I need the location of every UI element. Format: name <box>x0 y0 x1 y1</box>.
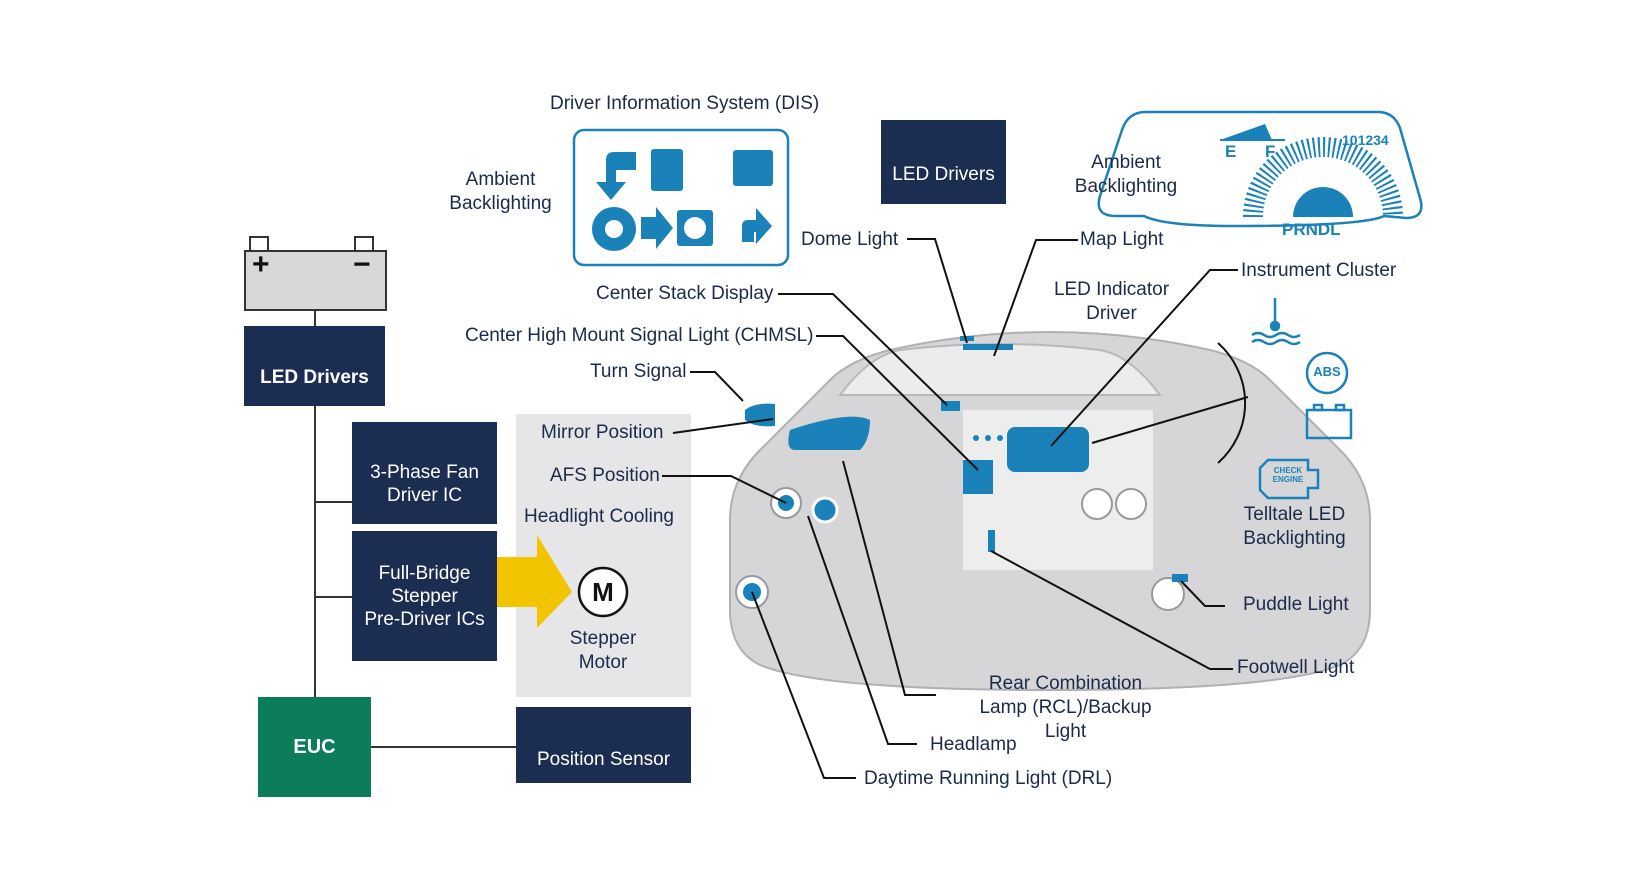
position-sensor-label: Position Sensor <box>536 748 671 770</box>
full-bridge-predriver-block: Full-Bridge Stepper Pre-Driver ICs <box>352 531 497 661</box>
drl-label: Daytime Running Light (DRL) <box>864 768 1113 789</box>
motor-icon <box>577 566 629 618</box>
dome-light-label: Dome Light <box>801 229 899 250</box>
motor-symbol: M <box>592 577 614 607</box>
fuel-full-label: F <box>1265 142 1276 161</box>
puddle-light-label: Puddle Light <box>1243 594 1349 615</box>
euc-block: EUC <box>258 697 371 797</box>
fuel-gauge-icon <box>1220 124 1272 140</box>
turn-signal-label: Turn Signal <box>590 361 687 382</box>
footwell-light-label: Footwell Light <box>1237 657 1355 678</box>
mirror-position-label: Mirror Position <box>541 422 664 443</box>
fuel-empty-label: E <box>1225 142 1237 161</box>
dis-title: Driver Information System (DIS) <box>550 93 820 114</box>
full-bridge-predriver-label: Full-Bridge Stepper Pre-Driver ICs <box>364 562 485 630</box>
yellow-arrow <box>497 535 572 628</box>
center-stack-display-label: Center Stack Display <box>596 283 774 304</box>
afs-position-label: AFS Position <box>550 465 660 486</box>
led-drivers-block-label: LED Drivers <box>260 366 369 388</box>
chmsl-label: Center High Mount Signal Light (CHMSL) <box>465 325 814 346</box>
headlamp-label: Headlamp <box>930 734 1017 755</box>
battery-plus-sign: + <box>252 248 270 281</box>
ambient-backlighting-left-label: Ambient Backlighting <box>449 169 552 214</box>
led-drivers-block: LED Drivers <box>244 326 385 406</box>
power-wiring <box>314 310 516 748</box>
dis-icons <box>592 149 773 251</box>
callout-lines <box>662 238 1249 779</box>
telltale-led-backlighting-label: Telltale LED Backlighting <box>1243 504 1346 549</box>
led-drivers-top-block: LED Drivers <box>881 120 1006 204</box>
ambient-backlighting-right-label: Ambient Backlighting <box>1074 152 1178 197</box>
speedometer-hub <box>1293 187 1353 217</box>
car-silhouette <box>729 330 1371 692</box>
rcl-backup-light-label: Rear Combination Lamp (RCL)/Backup Light <box>979 673 1152 742</box>
euc-label: EUC <box>293 735 336 758</box>
stepper-motor-label: Stepper Motor <box>569 628 637 673</box>
headlight-cooling-label: Headlight Cooling <box>524 506 674 527</box>
three-phase-fan-driver-block: 3-Phase Fan Driver IC <box>352 422 497 524</box>
check-engine-icon: CHECK ENGINE <box>1272 466 1304 484</box>
battery-minus-sign: − <box>353 248 371 281</box>
odometer-value: 101234 <box>1342 132 1389 148</box>
three-phase-fan-driver-label: 3-Phase Fan Driver IC <box>370 462 479 506</box>
battery-icon <box>244 236 387 311</box>
telltale-icons <box>1251 298 1353 500</box>
instrument-cluster-label: Instrument Cluster <box>1241 260 1397 281</box>
abs-icon: ABS <box>1313 364 1341 379</box>
led-indicator-driver-label: LED Indicator Driver <box>1053 279 1170 324</box>
prndl-label: PRNDL <box>1282 220 1341 239</box>
map-light-label: Map Light <box>1080 229 1164 250</box>
position-sensor-block: Position Sensor <box>516 707 691 783</box>
led-drivers-top-label: LED Drivers <box>892 163 995 185</box>
